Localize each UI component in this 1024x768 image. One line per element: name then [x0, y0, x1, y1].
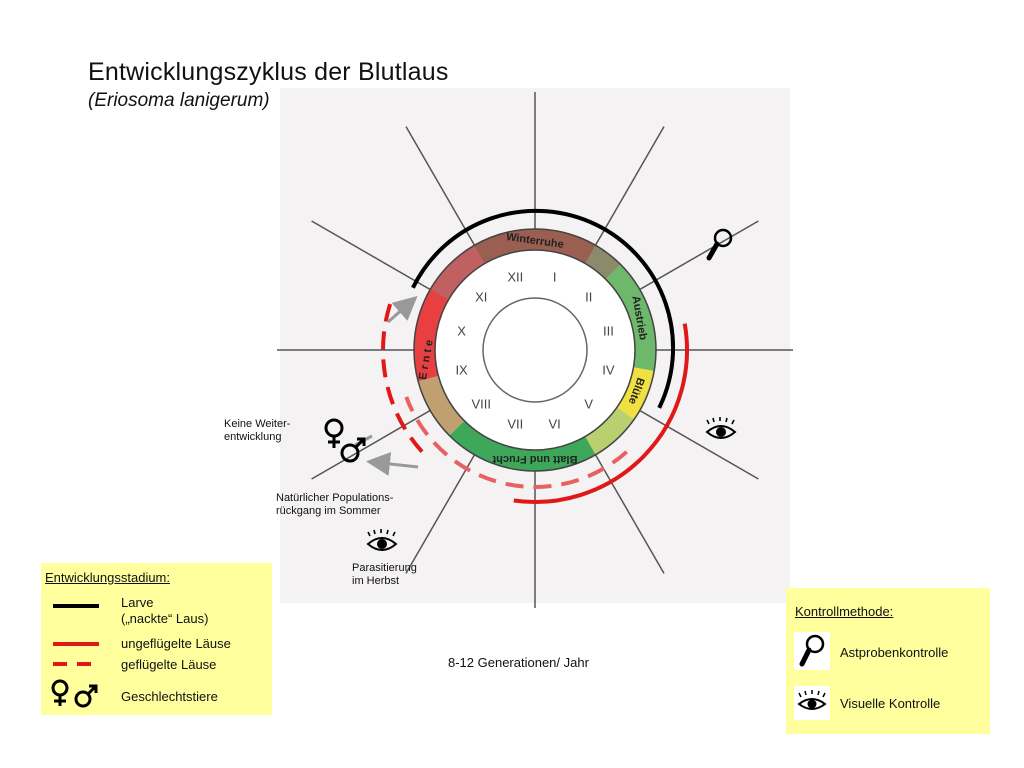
- phase-band: [430, 245, 485, 300]
- month-label: VII: [507, 416, 523, 431]
- eye-icon: [705, 417, 737, 439]
- annotation-summer-decline: Natürlicher Populations- rückgang im Som…: [276, 492, 393, 518]
- legend-winged-label: geflügelte Läuse: [121, 657, 217, 672]
- annotation-line: Natürlicher Populations-: [276, 492, 394, 504]
- phase-band: [616, 367, 655, 420]
- phase-ring: [413, 228, 657, 472]
- month-label: IV: [602, 363, 615, 378]
- legend-wingless-label: ungeflügelte Läuse: [121, 636, 231, 651]
- month-label: V: [584, 397, 593, 412]
- winged-arc-inner: [404, 396, 629, 489]
- legend-visual-label: Visuelle Kontrolle: [840, 696, 941, 711]
- phase-band: [585, 245, 621, 280]
- phase-band: [414, 289, 449, 382]
- legend-stages-heading: Entwicklungsstadium:: [45, 570, 170, 585]
- legend-control-symbols: [794, 632, 830, 720]
- legend-branch-sample-label: Astprobenkontrolle: [840, 645, 949, 660]
- phase-band: [605, 264, 656, 372]
- legend-larva-label: Larve: [121, 595, 154, 610]
- legend-control-heading: Kontrollmethode:: [795, 604, 894, 619]
- annotation-no-development: Keine Weiter- entwicklung: [224, 418, 290, 444]
- annotation-line: Keine Weiter-: [224, 418, 291, 430]
- phase-band: [585, 407, 635, 455]
- phase-band: [449, 420, 596, 471]
- month-label: II: [585, 289, 592, 304]
- month-label: VI: [549, 416, 561, 431]
- month-label: IX: [455, 363, 468, 378]
- legend-stages-symbols: [51, 604, 99, 708]
- annotation-parasitism: Parasitierung im Herbst: [352, 562, 417, 588]
- hub-circle: [482, 297, 588, 403]
- legend-stages: Entwicklungsstadium: Larve („nackte“ Lau…: [41, 563, 272, 715]
- larva-arc: [411, 208, 675, 409]
- legend-sex-animals-label: Geschlechtstiere: [121, 689, 218, 704]
- annotation-line: Parasitierung: [352, 562, 417, 574]
- legend-control: Kontrollmethode: Astprobenkontrolle Visu…: [786, 588, 990, 734]
- female-male-icon: [324, 418, 366, 463]
- page-title: Entwicklungszyklus der Blutlaus: [88, 58, 449, 86]
- month-label: III: [603, 323, 614, 338]
- page-subtitle: (Eriosoma lanigerum): [88, 90, 270, 111]
- month-label: I: [553, 270, 557, 285]
- arrow-winter-entry: [387, 296, 418, 324]
- ring-outer-edge: [413, 228, 657, 472]
- generations-per-year: 8-12 Generationen/ Jahr: [448, 655, 589, 670]
- eye-icon: [366, 529, 398, 551]
- month-label: XI: [475, 289, 487, 304]
- legend-larva: Larve („nackte“ Laus): [121, 595, 208, 627]
- stage-arcs: [381, 208, 689, 504]
- month-label: XII: [507, 270, 523, 285]
- annotation-line: im Herbst: [352, 575, 400, 587]
- phase-band: [474, 229, 535, 264]
- month-label: X: [457, 323, 466, 338]
- magnifier-icon: [706, 228, 733, 261]
- month-label: VIII: [472, 397, 492, 412]
- phase-label: Blatt und Frucht: [492, 453, 577, 465]
- female-male-icon: [51, 679, 98, 708]
- legend-larva-sub: („nackte“ Laus): [121, 611, 209, 626]
- arrow-summer-decline: [366, 452, 419, 476]
- magnifier-icon: [799, 634, 825, 667]
- annotation-line: entwicklung: [224, 431, 282, 443]
- phase-band: [418, 375, 465, 436]
- phase-band: [535, 229, 596, 264]
- annotation-line: rückgang im Sommer: [276, 505, 381, 517]
- eye-icon: [797, 690, 827, 710]
- wingless-arc: [513, 323, 689, 504]
- winged-arc-outer: [381, 297, 424, 454]
